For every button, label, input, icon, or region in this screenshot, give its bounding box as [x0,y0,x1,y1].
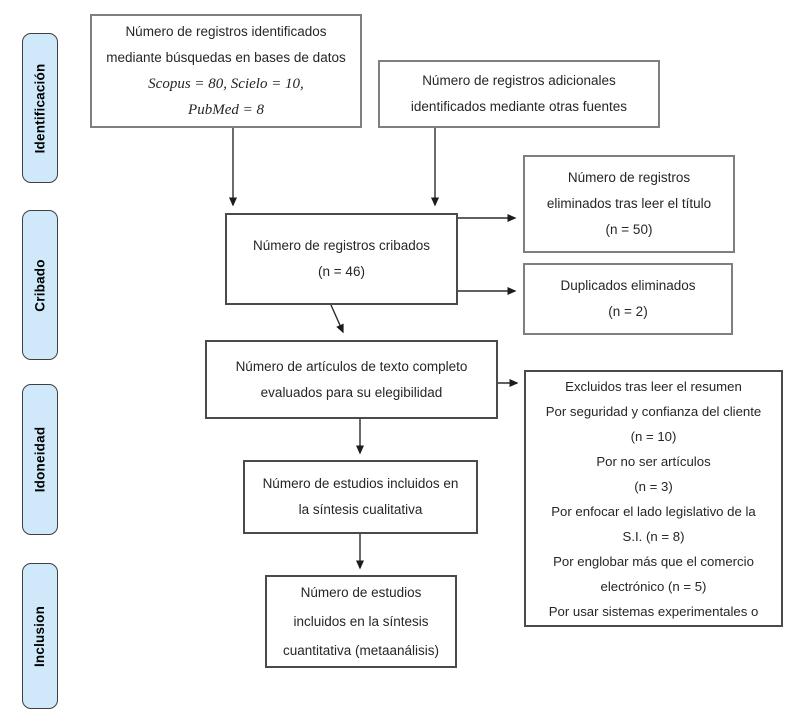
stage-inclusion-label: Inclusion [32,605,48,667]
box-line: Número de artículos de texto completo [235,358,468,374]
box-line: Por enfocar el lado legislativo de la [551,503,756,519]
box-line: cuantitativa (metaanálisis) [282,643,440,658]
box-removed-after-title: Número de registros eliminados tras leer… [523,155,735,253]
stage-cribado-label: Cribado [32,258,48,312]
box-quantitative-synthesis: Número de estudios incluidos en la sínte… [265,575,457,668]
box-line-sources: Scopus = 80, Scielo = 10, [148,76,304,92]
box-qualitative-synthesis: Número de estudios incluidos en la sínte… [243,460,478,534]
box-line: Número de registros cribados [252,238,431,253]
box-line: Número de registros adicionales [422,73,616,88]
box-line: (n = 46) [318,264,365,279]
box-line: Número de registros [567,170,691,185]
box-line: identificados mediante otras fuentes [410,99,628,114]
box-line: Excluidos tras leer el resumen [565,378,742,394]
box-line: Por no ser artículos [596,453,711,469]
box-line: (n = 50) [605,222,653,237]
box-additional-records: Número de registros adicionales identifi… [378,60,660,128]
box-line: Número de estudios incluidos en [262,476,459,491]
box-line: electrónico (n = 5) [600,578,707,594]
box-duplicates-removed: Duplicados eliminados (n = 2) [523,263,733,335]
box-line: evaluados para su elegibilidad [260,384,443,400]
box-fulltext-assessed: Número de artículos de texto completo ev… [205,340,498,419]
box-line: (n = 10) [630,428,677,444]
box-line: Número de registros identificados [125,24,327,39]
stage-idoneidad-label: Idoneidad [32,426,48,493]
box-line: la síntesis cualitativa [298,502,423,517]
box-line: Duplicados eliminados [560,278,696,293]
box-line: S.I. (n = 8) [622,528,685,544]
box-line: Número de estudios [300,585,422,600]
box-excluded-after-abstract: Excluidos tras leer el resumen Por segur… [524,370,783,627]
box-records-identified-databases: Número de registros identificados median… [90,14,362,128]
box-line: incluidos en la síntesis [293,614,429,629]
box-line: mediante búsquedas en bases de datos [106,50,346,65]
stage-idoneidad: Idoneidad [22,384,58,535]
stage-identificacion: Identificación [22,33,58,183]
stage-identificacion-label: Identificación [32,63,48,153]
box-line: Por englobar más que el comercio [553,553,754,569]
stage-cribado: Cribado [22,210,58,360]
stage-inclusion: Inclusion [22,563,58,709]
box-records-screened: Número de registros cribados (n = 46) [225,213,458,305]
box-line: (n = 3) [634,478,673,494]
arrow-screened-to-fulltext [330,304,344,334]
box-line: Por usar sistemas experimentales o [548,603,759,619]
box-line-sources: PubMed = 8 [188,102,264,118]
box-line: (n = 2) [608,304,648,319]
box-line: Por seguridad y confianza del cliente [545,403,762,419]
box-line: eliminados tras leer el título [546,196,712,211]
